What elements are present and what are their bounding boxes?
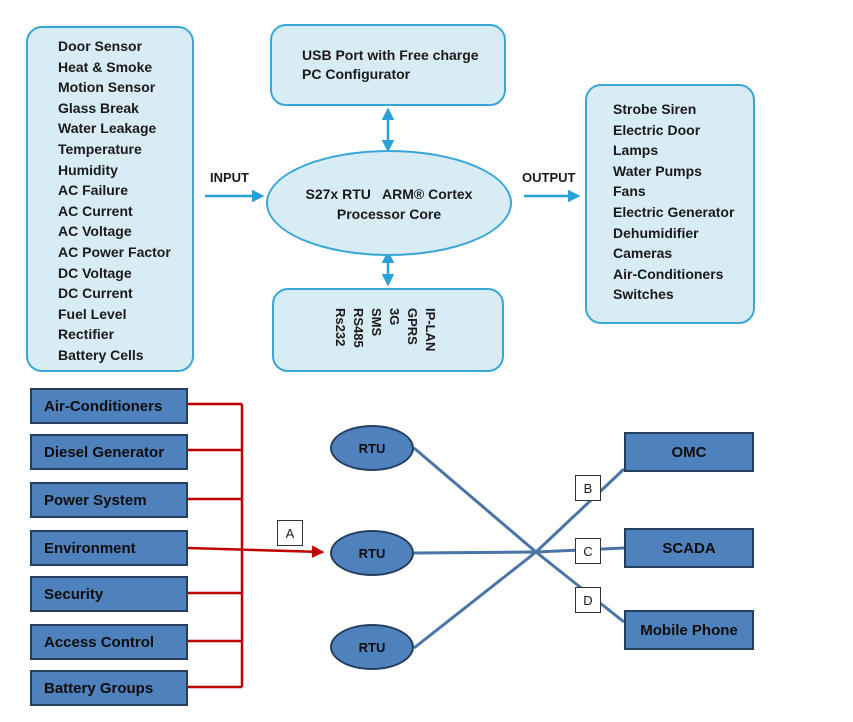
input-item: DC Voltage [58,264,132,281]
input-item: Fuel Level [58,305,127,322]
tag-d: D [575,587,601,613]
input-item: DC Current [58,285,133,302]
red-bus [187,402,325,689]
usb-line-1: USB Port with Free charge [302,47,479,63]
output-item: Water Pumps [613,162,702,179]
input-item: Temperature [58,140,142,157]
destination-omc: OMC [624,432,754,472]
tag-b: B [575,475,601,501]
system-power-system: Power System [30,482,188,518]
input-item: Battery Cells [58,346,144,363]
usb-configurator-box: USB Port with Free charge PC Configurato… [270,24,506,106]
comm-gprs: GPRS [405,308,420,345]
comm-rs232: Rs232 [333,308,348,347]
output-label: OUTPUT [522,170,576,185]
input-item: AC Voltage [58,223,132,240]
destination-scada: SCADA [624,528,754,568]
input-item: Water Leakage [58,120,157,137]
system-diesel-generator: Diesel Generator [30,434,188,470]
input-item: AC Failure [58,182,129,199]
rtu-node-3: RTU [330,624,414,670]
processor-line-2: Processor Core [336,206,442,222]
comm-ip-lan: IP-LAN [423,308,438,352]
usb-line-2: PC Configurator [302,66,411,82]
comm-rs485: RS485 [351,308,366,348]
input-item: Glass Break [58,99,139,116]
output-item: Electric Generator [613,203,735,220]
input-item: Door Sensor [58,38,143,54]
comm-sms: SMS [369,308,384,337]
input-item: Heat & Smoke [58,58,153,75]
output-item: Strobe Siren [613,101,697,117]
comm-3g: 3G [387,308,402,326]
input-item: Humidity [58,161,118,178]
input-item: Rectifier [58,326,115,343]
system-battery-groups: Battery Groups [30,670,188,706]
input-item: AC Current [58,202,133,219]
input-label: INPUT [210,170,249,185]
input-item: AC Power Factor [58,243,171,260]
system-air-conditioners: Air-Conditioners [30,388,188,424]
processor-core: S27x RTU ARM® Cortex Processor Core [266,150,512,256]
tag-a: A [277,520,303,546]
input-item: Motion Sensor [58,79,156,96]
output-item: Cameras [613,245,673,262]
communications-box: IP-LAN GPRS 3G SMS RS485 Rs232 [272,288,504,372]
destination-mobile-phone: Mobile Phone [624,610,754,650]
output-item: Electric Door [613,121,701,138]
output-item: Fans [613,183,646,200]
output-item: Switches [613,286,674,303]
system-security: Security [30,576,188,612]
tag-c: C [575,538,601,564]
output-item: Lamps [613,142,659,159]
system-access-control: Access Control [30,624,188,660]
processor-line-1: S27x RTU ARM® Cortex [305,186,473,202]
rtu-node-2: RTU [330,530,414,576]
rtu-node-1: RTU [330,425,414,471]
output-item: Air-Conditioners [613,265,724,282]
output-item: Dehumidifier [613,224,699,241]
system-environment: Environment [30,530,188,566]
